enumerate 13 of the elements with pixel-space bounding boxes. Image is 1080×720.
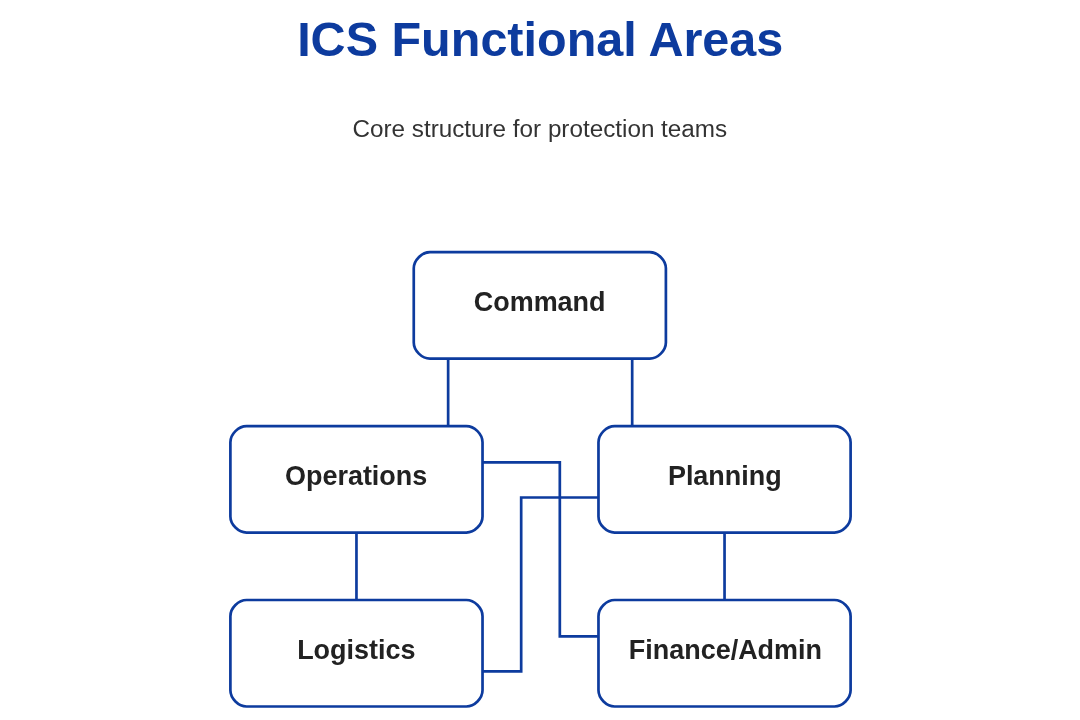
node-box: Command [411, 250, 667, 360]
node-box: Finance/Admin [596, 598, 852, 708]
connector [722, 532, 726, 600]
node-box: Planning [596, 424, 852, 534]
diagram-title: ICS Functional Areas [296, 12, 783, 67]
connector [482, 461, 598, 638]
connector [482, 496, 598, 673]
connector [446, 359, 449, 426]
connector [630, 359, 634, 426]
node-box: Operations [228, 424, 484, 534]
label: Core structure for protection teams [351, 115, 727, 143]
connector [354, 532, 358, 600]
node-box: Logistics [228, 598, 484, 708]
